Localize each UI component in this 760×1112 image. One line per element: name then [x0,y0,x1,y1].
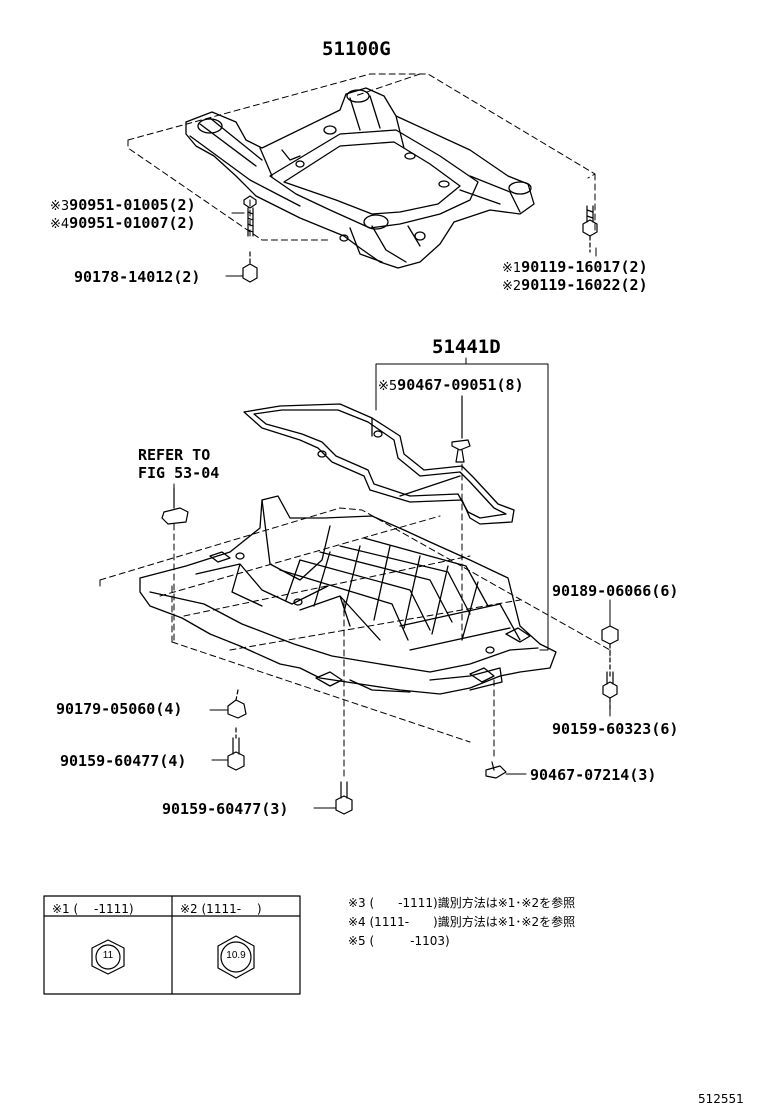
quantity: (6) [651,582,679,600]
note-mark: ※2 [502,279,522,294]
crossmember-part-number[interactable]: 51100G [322,38,391,60]
callout-90189-06066[interactable]: 90189-06066(6) [552,582,678,600]
part-number: 90159-60323 [552,720,652,738]
note-mark: ※1 [502,261,522,276]
refer-to-figure[interactable]: FIG 53-04 [138,464,220,482]
quantity: (2) [620,276,648,294]
bolt-grade-mark-11: 11 [102,950,114,961]
quantity: (4) [159,752,187,770]
note-4: ※4 (1111- )識別方法は※1･※2を参照 [348,915,576,929]
legend-header-mark2: ※2 (1111- ) [180,902,262,916]
clip-fastener-drawing [451,395,471,641]
legend-header-mark1: ※1 ( -1111) [52,902,134,916]
callout-90179-05060[interactable]: 90179-05060(4) [56,700,182,718]
bolt-legend-table [43,895,301,995]
quantity: (6) [651,720,679,738]
note-mark: ※3 [50,199,70,214]
callout-90119-16017[interactable]: ※190119-16017(2) [502,258,648,278]
callout-90178-14012[interactable]: 90178-14012(2) [74,268,200,286]
diagram-id: 512551 [698,1092,744,1106]
part-number: 90119-16017 [521,258,621,276]
quantity: (3) [629,766,657,784]
front-crossmember-drawing [127,73,596,269]
part-number: 90159-60477 [60,752,160,770]
part-number: 90951-01007 [69,214,169,232]
callout-90951-01005[interactable]: ※390951-01005(2) [50,196,196,216]
refer-to-label[interactable]: REFER TO [138,446,211,464]
cover-seal-drawing [243,403,515,525]
note-3: ※3 ( -1111)識別方法は※1･※2を参照 [348,896,576,910]
quantity: (8) [496,376,524,394]
part-number: 90179-05060 [56,700,156,718]
crossmember-fasteners-drawing [242,195,598,283]
quantity: (2) [168,214,196,232]
callout-90159-60323[interactable]: 90159-60323(6) [552,720,678,738]
quantity: (2) [173,268,201,286]
note-mark: ※5 [378,379,398,394]
note-mark: ※4 [50,217,70,232]
part-number: 90159-60477 [162,800,262,818]
callout-90119-16022[interactable]: ※290119-16022(2) [502,276,648,296]
bolt-grade-mark-10-9: 10.9 [226,950,246,961]
part-number: 90178-14012 [74,268,174,286]
callout-90159-60477-qty4[interactable]: 90159-60477(4) [60,752,186,770]
under-cover-fasteners-drawing [161,487,619,815]
part-number: 90119-16022 [521,276,621,294]
leader-lines [173,212,611,809]
under-cover-part-number[interactable]: 51441D [432,336,501,358]
note-5: ※5 ( -1103) [348,934,450,948]
part-number: 90467-09051 [397,376,497,394]
callout-90467-09051[interactable]: ※590467-09051(8) [378,376,524,396]
callout-90951-01007[interactable]: ※490951-01007(2) [50,214,196,234]
engine-under-cover-drawing [99,495,611,743]
quantity: (2) [620,258,648,276]
quantity: (3) [261,800,289,818]
part-number: 90189-06066 [552,582,652,600]
callout-90467-07214[interactable]: 90467-07214(3) [530,766,656,784]
part-number: 90467-07214 [530,766,630,784]
callout-90159-60477-qty3[interactable]: 90159-60477(3) [162,800,288,818]
quantity: (4) [155,700,183,718]
part-number: 90951-01005 [69,196,169,214]
quantity: (2) [168,196,196,214]
